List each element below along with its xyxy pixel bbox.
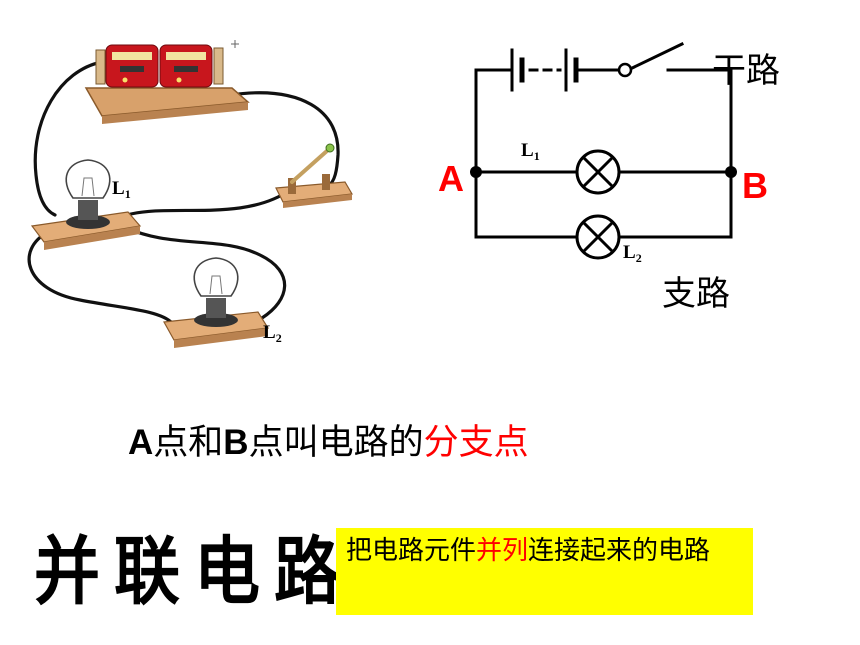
lamp-1-symbol	[575, 149, 621, 195]
branch-point-sentence: A点和B点叫电路的分支点	[128, 414, 529, 465]
node-a-label: A	[438, 158, 464, 199]
definition-box: 把电路元件并列连接起来的电路	[336, 528, 753, 615]
wire-switch-to-bulb1	[116, 188, 292, 220]
node-a-dot	[470, 166, 482, 178]
definition-highlight: 并列	[476, 536, 529, 566]
node-b-label: B	[742, 165, 768, 206]
wire-battery-to-bulb1	[33, 60, 104, 217]
knife-switch	[275, 143, 353, 208]
switch-pivot	[617, 62, 633, 78]
wire-bulb1-to-bulb2-left	[27, 230, 174, 325]
trunk-wire	[474, 68, 733, 174]
bulb-1-label: L1	[112, 178, 131, 201]
bulb-2-on-base	[163, 257, 270, 348]
lamp-2-label: L2	[623, 242, 642, 265]
lamp-2-symbol	[575, 214, 621, 260]
switch-blade	[625, 41, 685, 73]
bulb-1-on-base	[30, 159, 142, 250]
sentence-text-1: 点和	[153, 423, 224, 463]
node-b-dot	[725, 166, 737, 178]
lamp-1-label: L1	[521, 140, 540, 163]
bulb-2-label: L2	[263, 322, 282, 345]
wire-bulb1-to-bulb2-right	[118, 223, 287, 320]
sentence-b-letter: B	[223, 423, 249, 462]
definition-text-2: 连接起来的电路	[528, 536, 711, 566]
trunk-label: 干路	[712, 51, 780, 91]
wire-battery-to-switch	[228, 91, 340, 188]
sentence-highlight: 分支点	[423, 423, 529, 463]
branch-2-wire	[474, 170, 733, 239]
definition-text-1: 把电路元件	[346, 536, 477, 566]
sentence-a-letter: A	[128, 423, 154, 462]
battery-holder	[84, 40, 250, 124]
slide-title: 并联电路	[34, 528, 354, 616]
branch-label: 支路	[662, 274, 730, 314]
sentence-text-2: 点叫电路的	[248, 423, 424, 463]
